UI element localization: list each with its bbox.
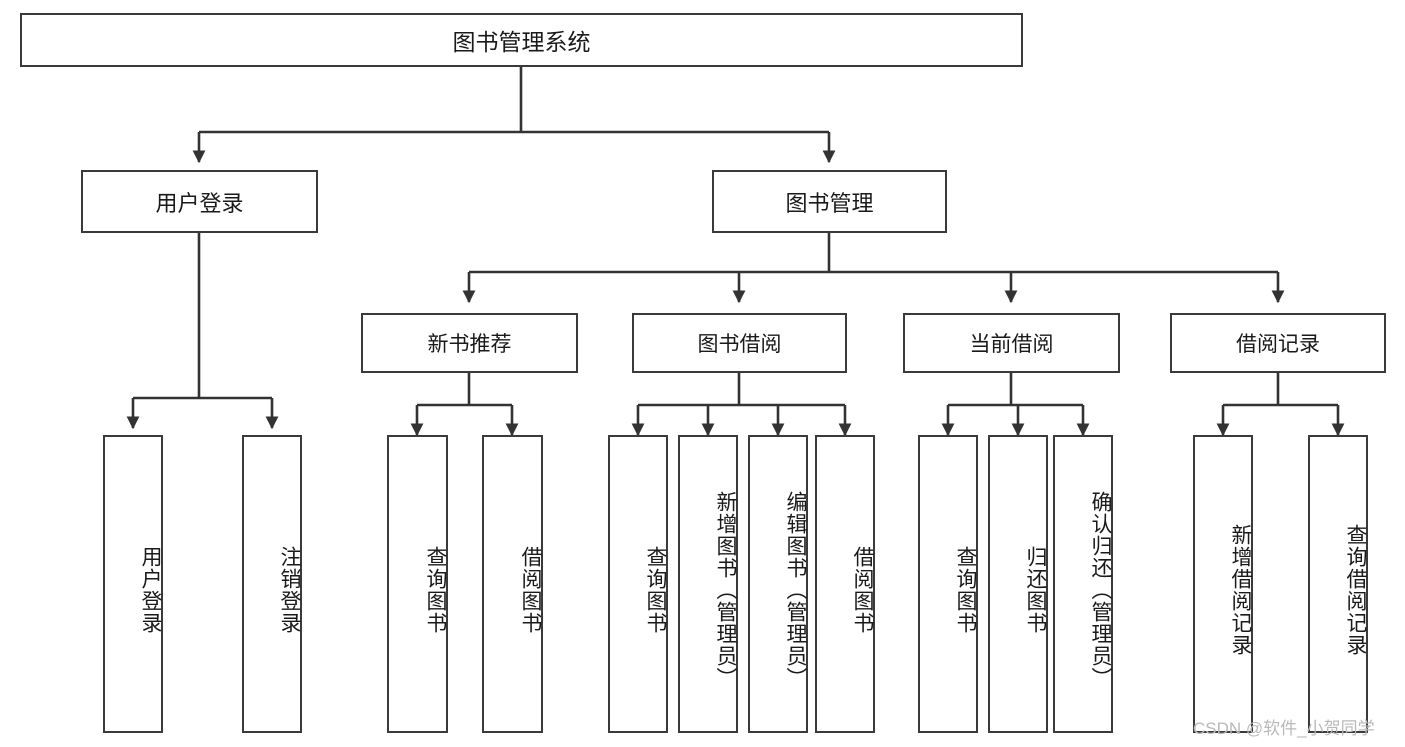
node-book-borrow[interactable]: 图书借阅 — [632, 313, 847, 373]
node-leaf-query-book-borrow-label: 查询图书 — [644, 546, 667, 634]
node-leaf-borrow-book-label: 借阅图书 — [851, 546, 874, 634]
node-leaf-return-book-label: 归还图书 — [1024, 546, 1047, 634]
node-current-borrow[interactable]: 当前借阅 — [903, 313, 1120, 373]
node-leaf-add-borrow-record[interactable]: 新增借阅记录 — [1193, 435, 1253, 733]
node-new-book-recommend-label: 新书推荐 — [427, 333, 512, 356]
node-leaf-query-borrow-record[interactable]: 查询借阅记录 — [1308, 435, 1368, 733]
node-leaf-add-borrow-record-label: 新增借阅记录 — [1229, 524, 1252, 656]
node-leaf-edit-book-admin[interactable]: 编辑图书（管理员） — [748, 435, 808, 733]
node-leaf-query-borrow-record-label: 查询借阅记录 — [1344, 524, 1367, 656]
node-leaf-add-book-admin-label: 新增图书（管理员） — [714, 491, 737, 689]
node-leaf-query-book-current-label: 查询图书 — [954, 546, 977, 634]
node-leaf-confirm-return-admin[interactable]: 确认归还（管理员） — [1053, 435, 1113, 733]
watermark-text: CSDN @软件_小贺同学 — [1193, 719, 1375, 738]
node-leaf-edit-book-admin-label: 编辑图书（管理员） — [784, 491, 807, 689]
node-root-label: 图书管理系统 — [452, 29, 591, 55]
node-user-login[interactable]: 用户登录 — [81, 170, 318, 233]
node-current-borrow-label: 当前借阅 — [969, 333, 1054, 356]
node-user-login-label: 用户登录 — [155, 190, 244, 216]
node-leaf-query-book-recommend[interactable]: 查询图书 — [387, 435, 448, 733]
node-borrow-record-label: 借阅记录 — [1236, 333, 1320, 356]
node-borrow-record[interactable]: 借阅记录 — [1170, 313, 1386, 373]
node-leaf-borrow-book-recommend-label: 借阅图书 — [519, 546, 542, 634]
node-leaf-query-book-current[interactable]: 查询图书 — [918, 435, 978, 733]
node-leaf-borrow-book[interactable]: 借阅图书 — [815, 435, 875, 733]
node-leaf-logout[interactable]: 注销登录 — [242, 435, 302, 733]
node-root[interactable]: 图书管理系统 — [20, 13, 1023, 67]
node-leaf-query-book-recommend-label: 查询图书 — [424, 546, 447, 634]
node-book-borrow-label: 图书借阅 — [697, 333, 782, 356]
node-book-manage[interactable]: 图书管理 — [712, 170, 947, 233]
node-leaf-query-book-borrow[interactable]: 查询图书 — [608, 435, 668, 733]
node-leaf-logout-label: 注销登录 — [278, 546, 301, 634]
node-leaf-return-book[interactable]: 归还图书 — [988, 435, 1048, 733]
node-leaf-user-login[interactable]: 用户登录 — [103, 435, 163, 733]
node-new-book-recommend[interactable]: 新书推荐 — [361, 313, 578, 373]
node-leaf-confirm-return-admin-label: 确认归还（管理员） — [1089, 491, 1112, 689]
node-book-manage-label: 图书管理 — [785, 190, 874, 216]
node-leaf-user-login-label: 用户登录 — [139, 546, 162, 634]
node-leaf-add-book-admin[interactable]: 新增图书（管理员） — [678, 435, 738, 733]
node-leaf-borrow-book-recommend[interactable]: 借阅图书 — [482, 435, 543, 733]
